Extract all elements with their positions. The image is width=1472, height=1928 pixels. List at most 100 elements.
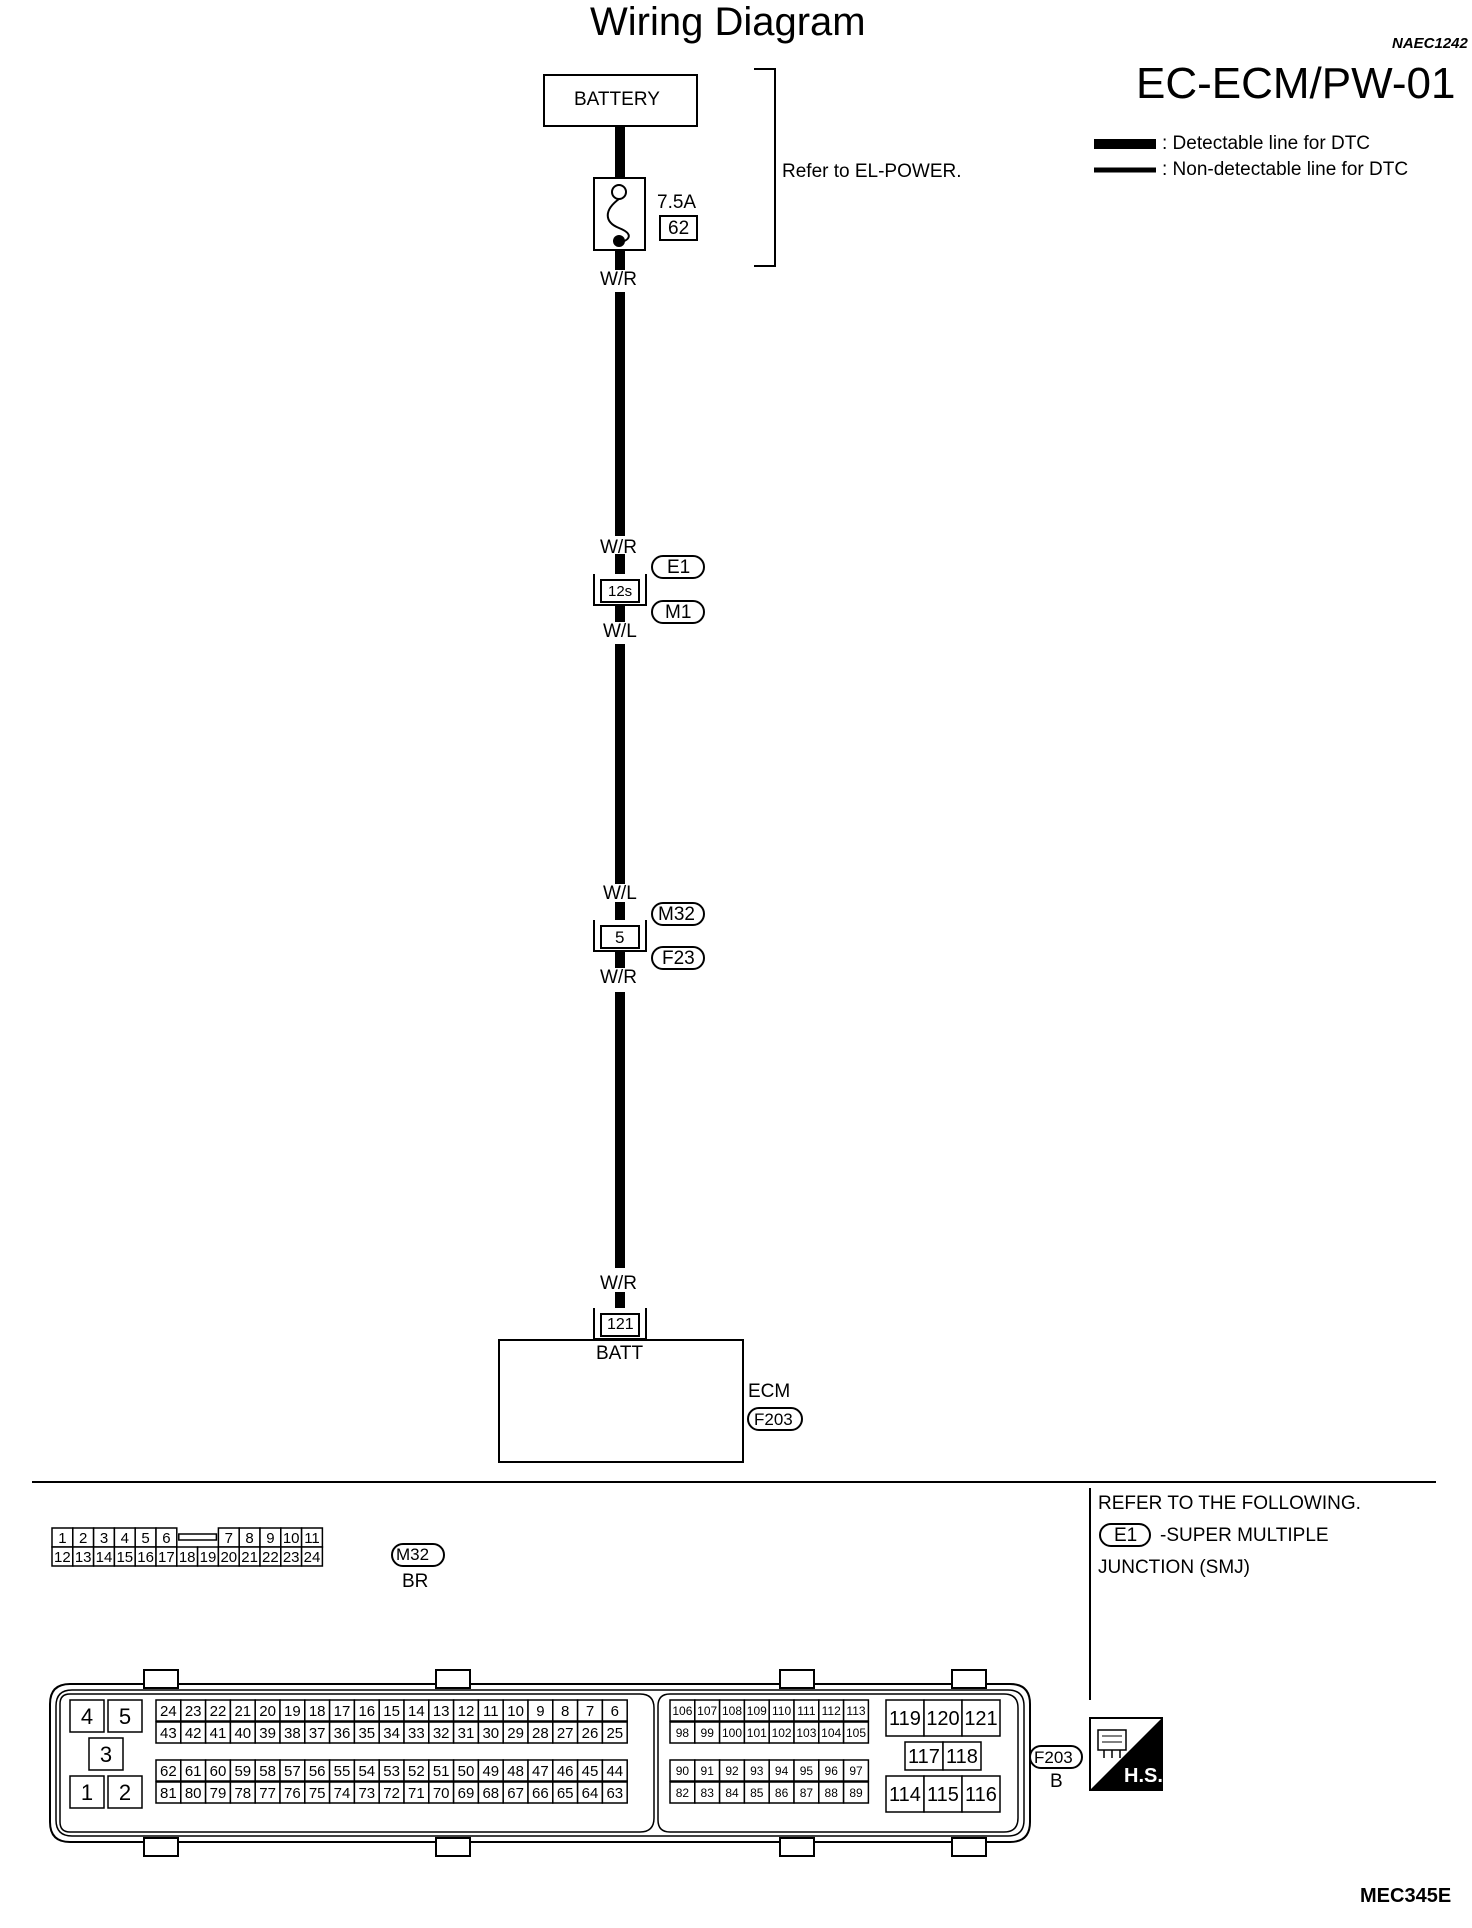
f203-pin-label: 24: [160, 1703, 177, 1720]
f203-pin-label: 63: [606, 1785, 623, 1802]
ecm-connector-tag: [747, 1407, 803, 1431]
f203-pin-label: 11: [483, 1703, 499, 1720]
f203-pin-label: 67: [507, 1785, 524, 1802]
f203-pin-label: 53: [383, 1763, 400, 1780]
f203-pin-label: 109: [747, 1704, 767, 1718]
m32-id-label: M32: [396, 1545, 430, 1564]
f203-pin-label: 52: [408, 1763, 425, 1780]
f203-pin-cell: [942, 1741, 982, 1771]
m32-pin-label: 13: [75, 1549, 92, 1566]
f203-pin-label: 113: [846, 1704, 865, 1718]
wire-color-j1-in: W/R: [600, 537, 637, 558]
f203-pin-label: 2: [119, 1780, 131, 1805]
f203-pin-label: 34: [383, 1725, 400, 1742]
f203-pin-label: 46: [557, 1763, 574, 1780]
j1-pin-box: [600, 579, 640, 603]
m32-pin-label: 14: [96, 1549, 113, 1566]
m32-pin-label: 16: [137, 1549, 154, 1566]
f203-pin-label: 51: [433, 1763, 450, 1780]
f203-pin-cell: [904, 1741, 944, 1771]
f203-pin-label: 76: [284, 1785, 301, 1802]
f203-pin-label: 97: [849, 1764, 863, 1778]
f203-pin-cell: [961, 1699, 1001, 1737]
f203-pin-label: 86: [775, 1786, 789, 1800]
f203-tab-bot-2: [435, 1837, 471, 1857]
connector-icon: [1097, 1729, 1127, 1758]
m32-pin-label: 21: [241, 1549, 258, 1566]
f203-pin-label: 42: [185, 1725, 202, 1742]
f203-pin-label: 37: [309, 1725, 326, 1742]
f203-pin-label: 56: [309, 1763, 326, 1780]
f203-pin-label: 111: [797, 1704, 816, 1718]
f203-pin-label: 50: [458, 1763, 475, 1780]
f203-pin-label: 110: [772, 1704, 791, 1718]
m32-pin-label: 22: [262, 1549, 279, 1566]
battery-label: BATTERY: [574, 89, 660, 110]
f203-pin-label: 75: [309, 1785, 326, 1802]
f203-pin-label: 65: [557, 1785, 574, 1802]
wire-color-ecm-in: W/R: [600, 1273, 637, 1294]
figure-code: MEC345E: [1360, 1885, 1452, 1907]
ecm-terminal-label: BATT: [596, 1343, 644, 1364]
f203-pin-label: 35: [358, 1725, 375, 1742]
m32-color-label: BR: [402, 1571, 429, 1592]
f203-pin-label: 1: [81, 1780, 93, 1805]
f203-pin-label: 40: [234, 1725, 251, 1742]
f203-pin-label: 16: [358, 1703, 375, 1720]
f203-pin-label: 12: [458, 1703, 475, 1720]
f203-color-label: B: [1050, 1771, 1063, 1792]
legend-non-detectable-label: : Non-detectable line for DTC: [1162, 159, 1409, 180]
f203-pin-label: 7: [586, 1703, 594, 1720]
j2-lower-tag-label: F23: [662, 948, 695, 969]
f203-pin-label: 44: [606, 1763, 623, 1780]
f203-pin-cell: [842, 1699, 870, 1722]
f203-pin-cell: [961, 1775, 1001, 1813]
f203-pin-label: 17: [334, 1703, 351, 1720]
f203-pin-label: 30: [482, 1725, 499, 1742]
f203-pin-label: 83: [701, 1786, 715, 1800]
refer-e1-tag: [1099, 1523, 1151, 1547]
f203-pin-label: 90: [676, 1764, 690, 1778]
m32-key-slot: [178, 1533, 218, 1541]
f203-pin-label: 77: [259, 1785, 276, 1802]
f203-pin-label: 103: [796, 1726, 816, 1740]
f203-pin-label: 91: [701, 1764, 715, 1778]
f203-pin-label: 106: [672, 1704, 692, 1718]
f203-tab-top-4: [951, 1669, 987, 1689]
fuse-top-terminal: [611, 184, 627, 200]
f203-pin-label: 62: [160, 1763, 177, 1780]
f203-pin-label: 39: [259, 1725, 276, 1742]
f203-pin-label: 99: [701, 1726, 715, 1740]
f203-tab-top-1: [143, 1669, 179, 1689]
f203-pin-label: 27: [557, 1725, 574, 1742]
ecm-box: [498, 1339, 744, 1463]
f203-pin-label: 112: [822, 1704, 841, 1718]
wire-color-j2-in: W/L: [603, 883, 637, 904]
f203-pin-cell: [601, 1759, 628, 1782]
f203-pin-label: 33: [408, 1725, 425, 1742]
f203-pin-label: 80: [185, 1785, 202, 1802]
f203-inner-shell: [55, 1689, 1025, 1837]
f203-pin-label: 66: [532, 1785, 549, 1802]
j2-lower-tag: [651, 946, 705, 970]
f203-pin-label: 43: [160, 1725, 177, 1742]
ecm-pin-label: 121: [607, 1316, 634, 1333]
f203-pin-label: 72: [383, 1785, 400, 1802]
refer-smj-line3: JUNCTION (SMJ): [1098, 1557, 1250, 1578]
f203-pin-label: 20: [259, 1703, 276, 1720]
m32-pin-label: 18: [179, 1549, 196, 1566]
f203-pin-label: 22: [210, 1703, 227, 1720]
f203-pin-label: 14: [408, 1703, 425, 1720]
f203-tab-bot-3: [779, 1837, 815, 1857]
legend-detectable-label: : Detectable line for DTC: [1162, 133, 1371, 154]
f203-tab-bot-1: [143, 1837, 179, 1857]
j1-upper-tag-label: E1: [667, 557, 691, 578]
f203-pin-label: 59: [234, 1763, 251, 1780]
f203-pin-label: 48: [507, 1763, 524, 1780]
m32-pin-label: 4: [121, 1530, 129, 1547]
f203-pin-cell: [107, 1775, 143, 1809]
f203-pin-label: 114: [889, 1784, 921, 1806]
m32-pin-label: 17: [158, 1549, 175, 1566]
m32-pin-label: 23: [283, 1549, 300, 1566]
